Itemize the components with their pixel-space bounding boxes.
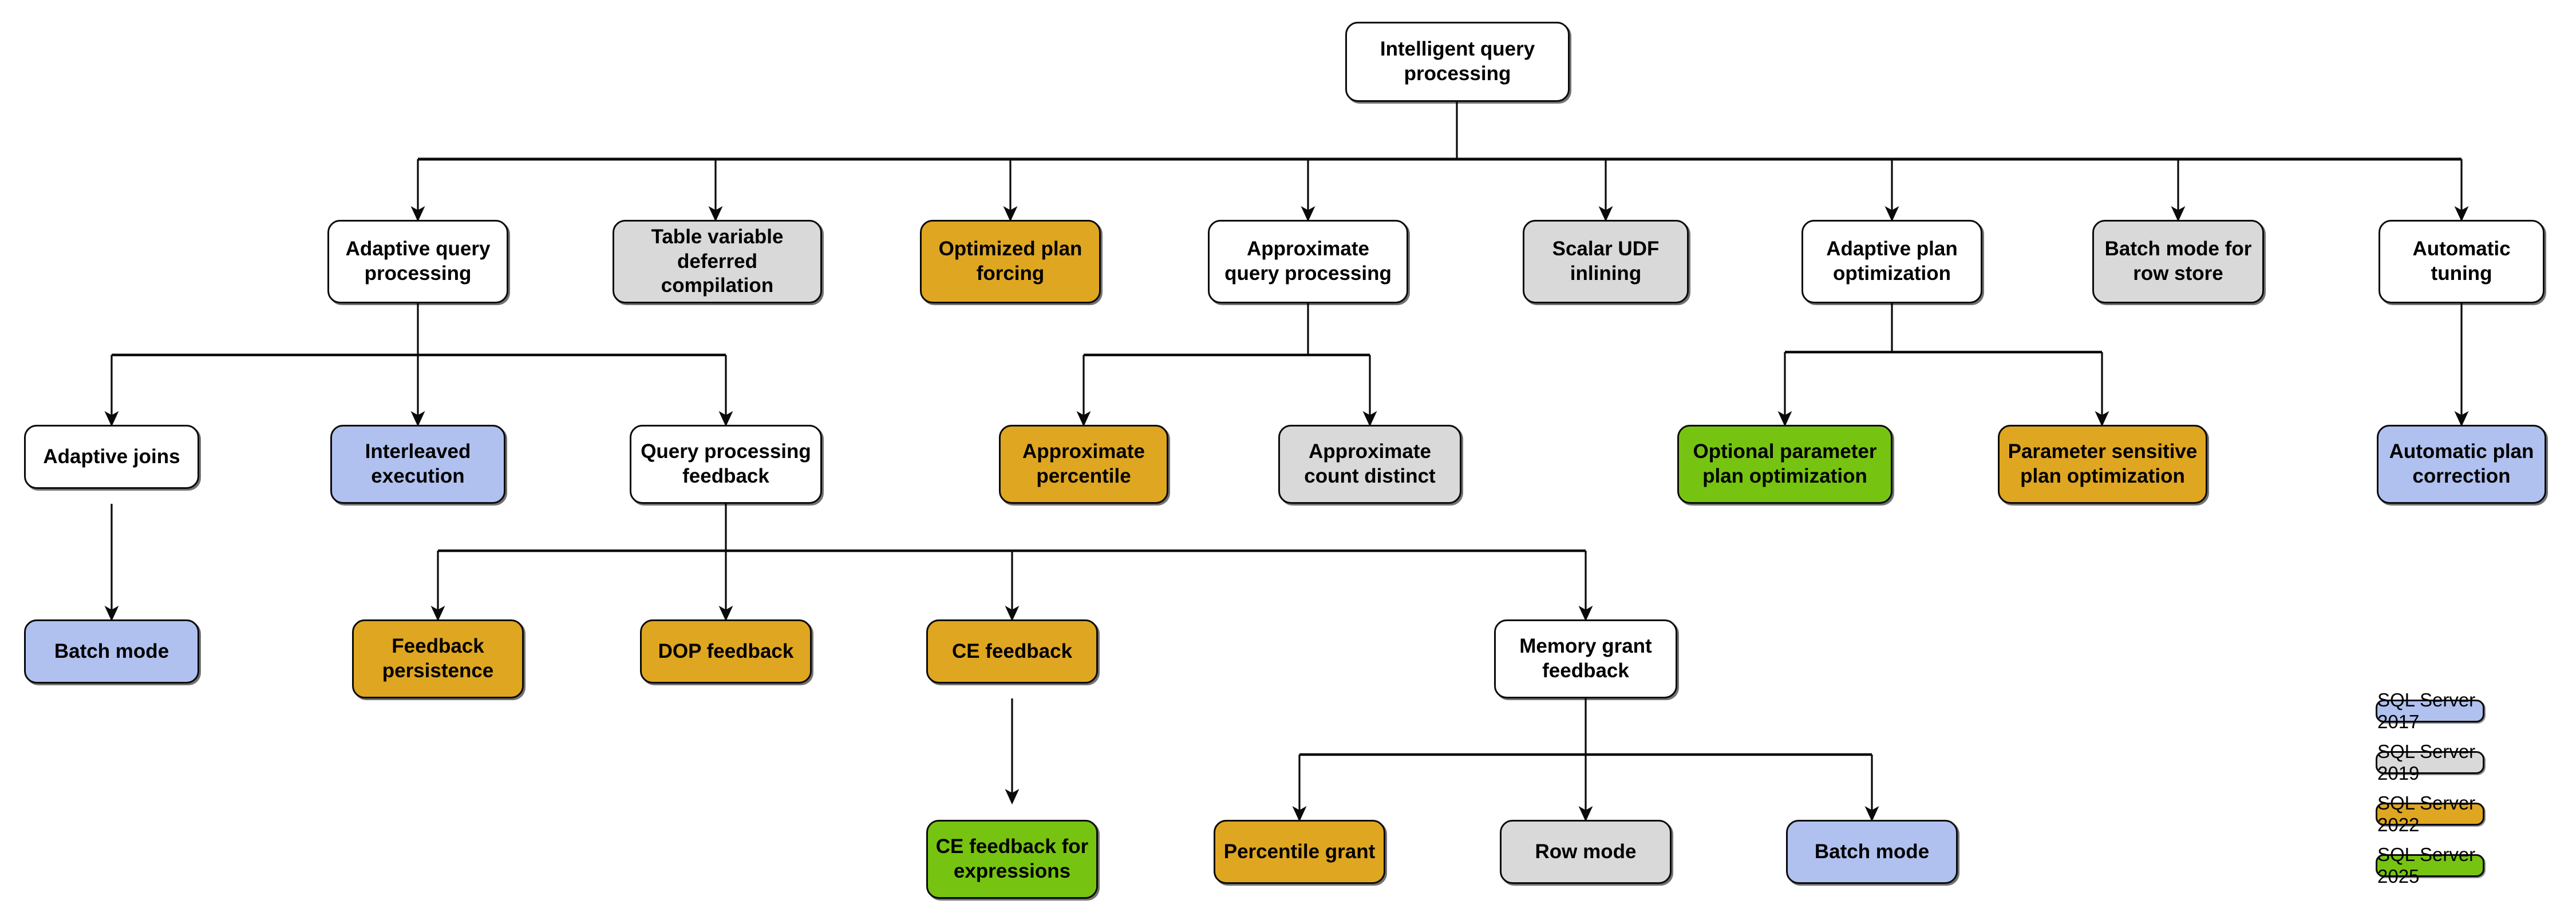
node-feedback-persistence[interactable]: Feedback persistence — [352, 619, 524, 698]
node-batch-mode-for-row-store[interactable]: Batch mode for row store — [2092, 220, 2264, 303]
node-memory-grant-feedback[interactable]: Memory grant feedback — [1494, 619, 1677, 698]
legend-item-sql-server-2022[interactable]: SQL Server 2022 — [2376, 792, 2484, 835]
node-row-mode[interactable]: Row mode — [1500, 820, 1672, 884]
node-interleaved-execution[interactable]: Interleaved execution — [330, 425, 505, 504]
node-batch-mode-adaptive-joins[interactable]: Batch mode — [24, 619, 199, 684]
node-query-processing-feedback[interactable]: Query processing feedback — [630, 425, 822, 504]
node-adaptive-query-processing[interactable]: Adaptive query processing — [327, 220, 508, 303]
node-adaptive-plan-optimization[interactable]: Adaptive plan optimization — [1801, 220, 1982, 303]
node-parameter-sensitive-plan-optimization[interactable]: Parameter sensitive plan optimization — [1998, 425, 2207, 504]
node-approximate-count-distinct[interactable]: Approximate count distinct — [1278, 425, 1461, 504]
node-adaptive-joins[interactable]: Adaptive joins — [24, 425, 199, 489]
node-optional-parameter-plan-optimization[interactable]: Optional parameter plan optimization — [1677, 425, 1893, 504]
node-scalar-udf-inlining[interactable]: Scalar UDF inlining — [1523, 220, 1689, 303]
node-automatic-tuning[interactable]: Automatic tuning — [2379, 220, 2545, 303]
node-batch-mode-memory-grant[interactable]: Batch mode — [1786, 820, 1958, 884]
node-ce-feedback[interactable]: CE feedback — [926, 619, 1098, 684]
node-approximate-query-processing[interactable]: Approximate query processing — [1208, 220, 1408, 303]
node-approximate-percentile[interactable]: Approximate percentile — [999, 425, 1168, 504]
node-percentile-grant[interactable]: Percentile grant — [1214, 820, 1385, 884]
legend-item-sql-server-2025[interactable]: SQL Server 2025 — [2376, 844, 2484, 887]
node-intelligent-query-processing[interactable]: Intelligent query processing — [1345, 22, 1570, 102]
legend-item-sql-server-2017[interactable]: SQL Server 2017 — [2376, 689, 2484, 732]
node-table-variable-deferred-compilation[interactable]: Table variable deferred compilation — [613, 220, 822, 303]
node-automatic-plan-correction[interactable]: Automatic plan correction — [2377, 425, 2546, 504]
legend-item-sql-server-2019[interactable]: SQL Server 2019 — [2376, 741, 2484, 784]
node-optimized-plan-forcing[interactable]: Optimized plan forcing — [920, 220, 1101, 303]
node-dop-feedback[interactable]: DOP feedback — [640, 619, 812, 684]
node-ce-feedback-for-expressions[interactable]: CE feedback for expressions — [926, 820, 1098, 899]
